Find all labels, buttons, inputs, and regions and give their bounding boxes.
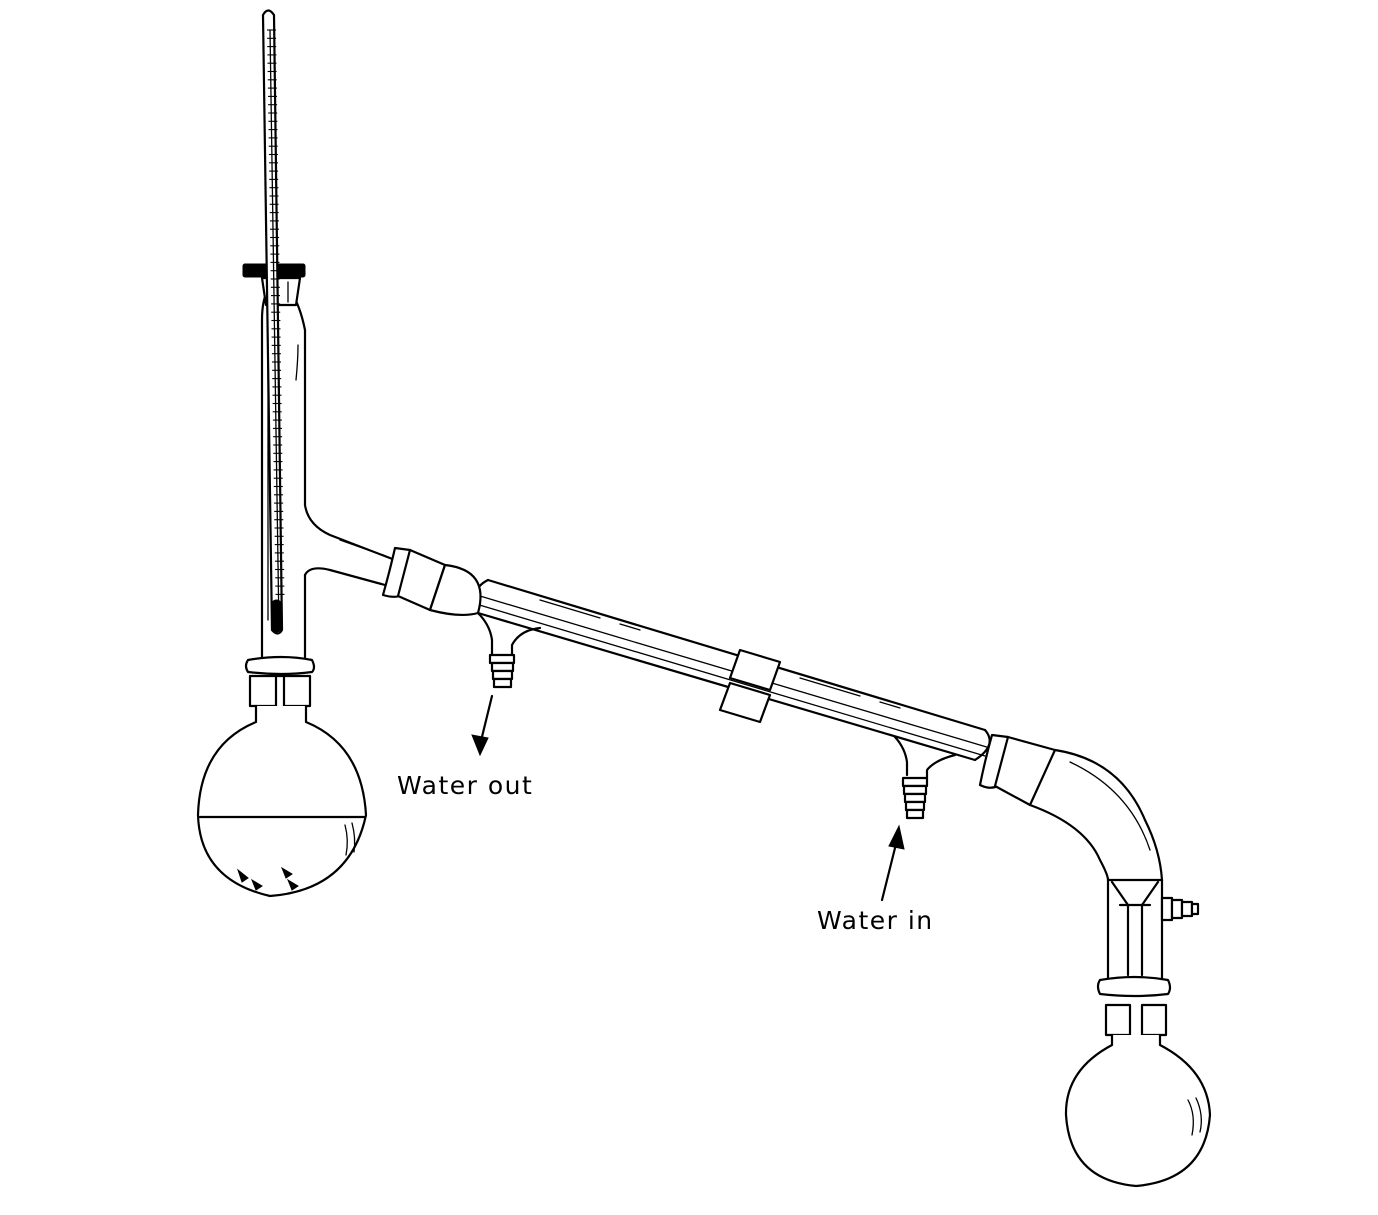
water-out-label: Water out xyxy=(397,771,534,800)
arrow-water-in xyxy=(880,824,905,902)
condenser-clamp-upper xyxy=(728,648,782,692)
vacuum-adapter xyxy=(978,733,1200,1037)
condenser-inlet-joint xyxy=(381,546,482,617)
condenser-clamp-lower xyxy=(718,681,772,724)
water-in-label: Water in xyxy=(817,906,934,935)
water-inlet-nozzle xyxy=(893,735,957,820)
distilling-flask xyxy=(196,704,368,898)
thermometer-scale xyxy=(267,29,285,595)
arrow-water-out xyxy=(471,694,494,757)
receiving-flask xyxy=(1064,1033,1212,1188)
thermometer xyxy=(261,9,284,635)
water-outlet-nozzle xyxy=(476,611,542,689)
